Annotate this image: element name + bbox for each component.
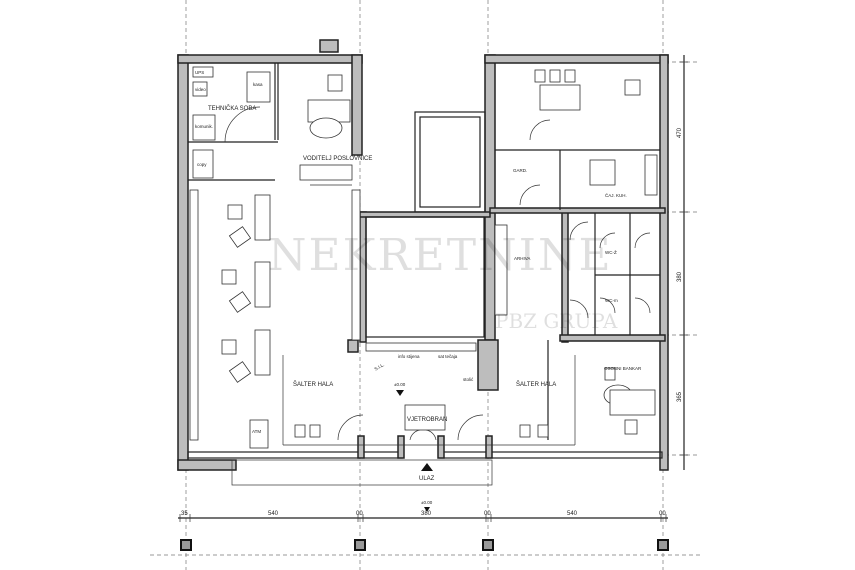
label-ups: UPS [195, 70, 204, 75]
label-level-entrance: ±0.00 [421, 500, 433, 505]
label-vjetrobran: VJETROBRAN [407, 417, 447, 423]
dim-bottom-2: 540 [268, 511, 279, 517]
grid-lines [150, 0, 700, 570]
label-video: video [195, 87, 206, 92]
label-ulaz: ULAZ [419, 476, 435, 482]
watermark-subtext: PBZ GRUPA [495, 309, 618, 333]
dim-right-1: 470 [677, 127, 683, 138]
label-level-hall: ±0.00 [394, 382, 406, 387]
dim-bottom-7: 00 [659, 511, 666, 517]
dim-bottom-5: 00 [484, 511, 491, 517]
label-copy: copy [197, 162, 207, 167]
room-labels: UPS video kasa TEHNIČKA SOBA komunik. co… [195, 70, 642, 505]
label-salter-hala-left: ŠALTER HALA [293, 381, 333, 388]
dim-bottom-6: 540 [567, 511, 578, 517]
dim-bottom-3: 00 [356, 511, 363, 517]
label-gard: GARD. [513, 168, 527, 173]
furniture [189, 66, 658, 512]
label-kasa: kasa [253, 82, 263, 87]
vent [319, 39, 339, 53]
label-arhiva: ARHIVA [514, 256, 530, 261]
walls [177, 54, 669, 486]
label-voditelj-poslovnice: VODITELJ POSLOVNICE [303, 156, 372, 162]
label-osobni-bankar: OSOBNI BANKAR [604, 366, 642, 371]
label-info-stijena: info stijena [398, 354, 420, 359]
label-wc-z: WC-Ž [605, 248, 617, 255]
watermark-text: NEKRETNINE [268, 230, 613, 281]
label-sat-tecaja: sat tečaja [438, 354, 458, 359]
label-caj-kuh: ČAJ. KUH. [605, 192, 627, 198]
label-wc-m: WC-m [605, 298, 618, 303]
partitions [188, 63, 660, 446]
dim-bottom-1: 35 [181, 511, 188, 517]
label-atm: ATM [252, 429, 261, 434]
label-salter-hala-right: ŠALTER HALA [516, 381, 556, 388]
dim-right-2: 380 [677, 271, 683, 282]
dim-right-3: 365 [677, 391, 683, 402]
dim-bottom-4: 380 [421, 511, 432, 517]
label-sil: S.I.L. [374, 362, 386, 372]
label-stolic: stolić [463, 377, 474, 382]
label-tehnicka-soba: TEHNIČKA SOBA [208, 105, 256, 112]
dimension-bottom: 35 540 00 380 00 540 00 [178, 511, 668, 522]
column-markers [180, 539, 669, 551]
dimension-right: 470 380 365 [677, 55, 688, 470]
label-komunik: komunik. [195, 124, 213, 129]
